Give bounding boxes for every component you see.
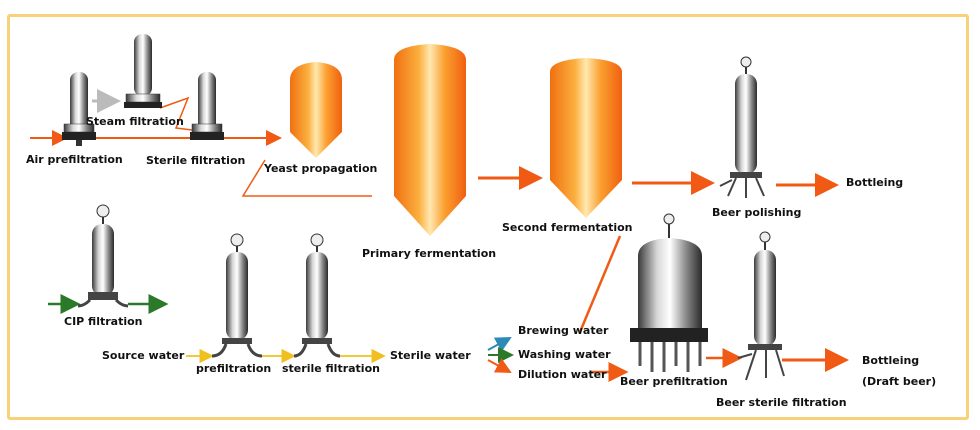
- yeast-propagation-label: Yeast propagation: [263, 162, 377, 175]
- sterile-water-label: Sterile water: [390, 349, 471, 362]
- dilution-water-arrow: [487, 358, 512, 373]
- dilution-water-label: Dilution water: [518, 368, 607, 381]
- beer-sterile-filter-housing: [737, 231, 785, 381]
- water-sterile-filter-housing: [293, 233, 341, 358]
- source-water-label: Source water: [102, 349, 185, 362]
- draft-beer-label: (Draft beer): [862, 375, 936, 388]
- sterile-filtration-label: Sterile filtration: [146, 154, 245, 167]
- steam-flow-line: [159, 96, 193, 131]
- water-sterile-filtration-label: sterile filtration: [282, 362, 380, 375]
- steam-filtration-label: Steam filtration: [86, 115, 184, 128]
- washing-water-label: Washing water: [518, 348, 611, 361]
- beer-polishing-label: Beer polishing: [712, 206, 801, 219]
- second-to-prefilter-line: [578, 235, 622, 333]
- water-prefilter-housing: [211, 233, 263, 358]
- air-prefiltration-label: Air prefiltration: [26, 153, 123, 166]
- sterile-air-filter-housing: [190, 72, 224, 140]
- beer-polishing-housing: [719, 56, 765, 198]
- primary-fermentation-tank: [394, 44, 466, 236]
- yeast-flow-line: [241, 159, 372, 197]
- second-fermentation-label: Second fermentation: [502, 221, 633, 234]
- prefiltration-label: prefiltration: [196, 362, 271, 375]
- primary-fermentation-label: Primary fermentation: [362, 247, 496, 260]
- brewing-water-label: Brewing water: [518, 324, 609, 337]
- beer-prefiltration-label: Beer prefiltration: [620, 375, 728, 388]
- yeast-propagation-tank: [290, 62, 342, 158]
- second-fermentation-tank: [550, 58, 622, 218]
- draft-bottling-label: Bottleing: [862, 354, 919, 367]
- beer-prefilter-housing: [630, 213, 708, 372]
- air-prefilter-housing: [62, 72, 96, 146]
- cip-filter-housing: [77, 204, 129, 308]
- steam-filter-housing: [124, 34, 162, 108]
- diagram-frame: [7, 14, 969, 420]
- brewing-water-arrow: [487, 337, 512, 352]
- bottling-label: Bottleing: [846, 176, 903, 189]
- beer-sterile-filtration-label: Beer sterile filtration: [716, 396, 847, 409]
- cip-filtration-label: CIP filtration: [64, 315, 143, 328]
